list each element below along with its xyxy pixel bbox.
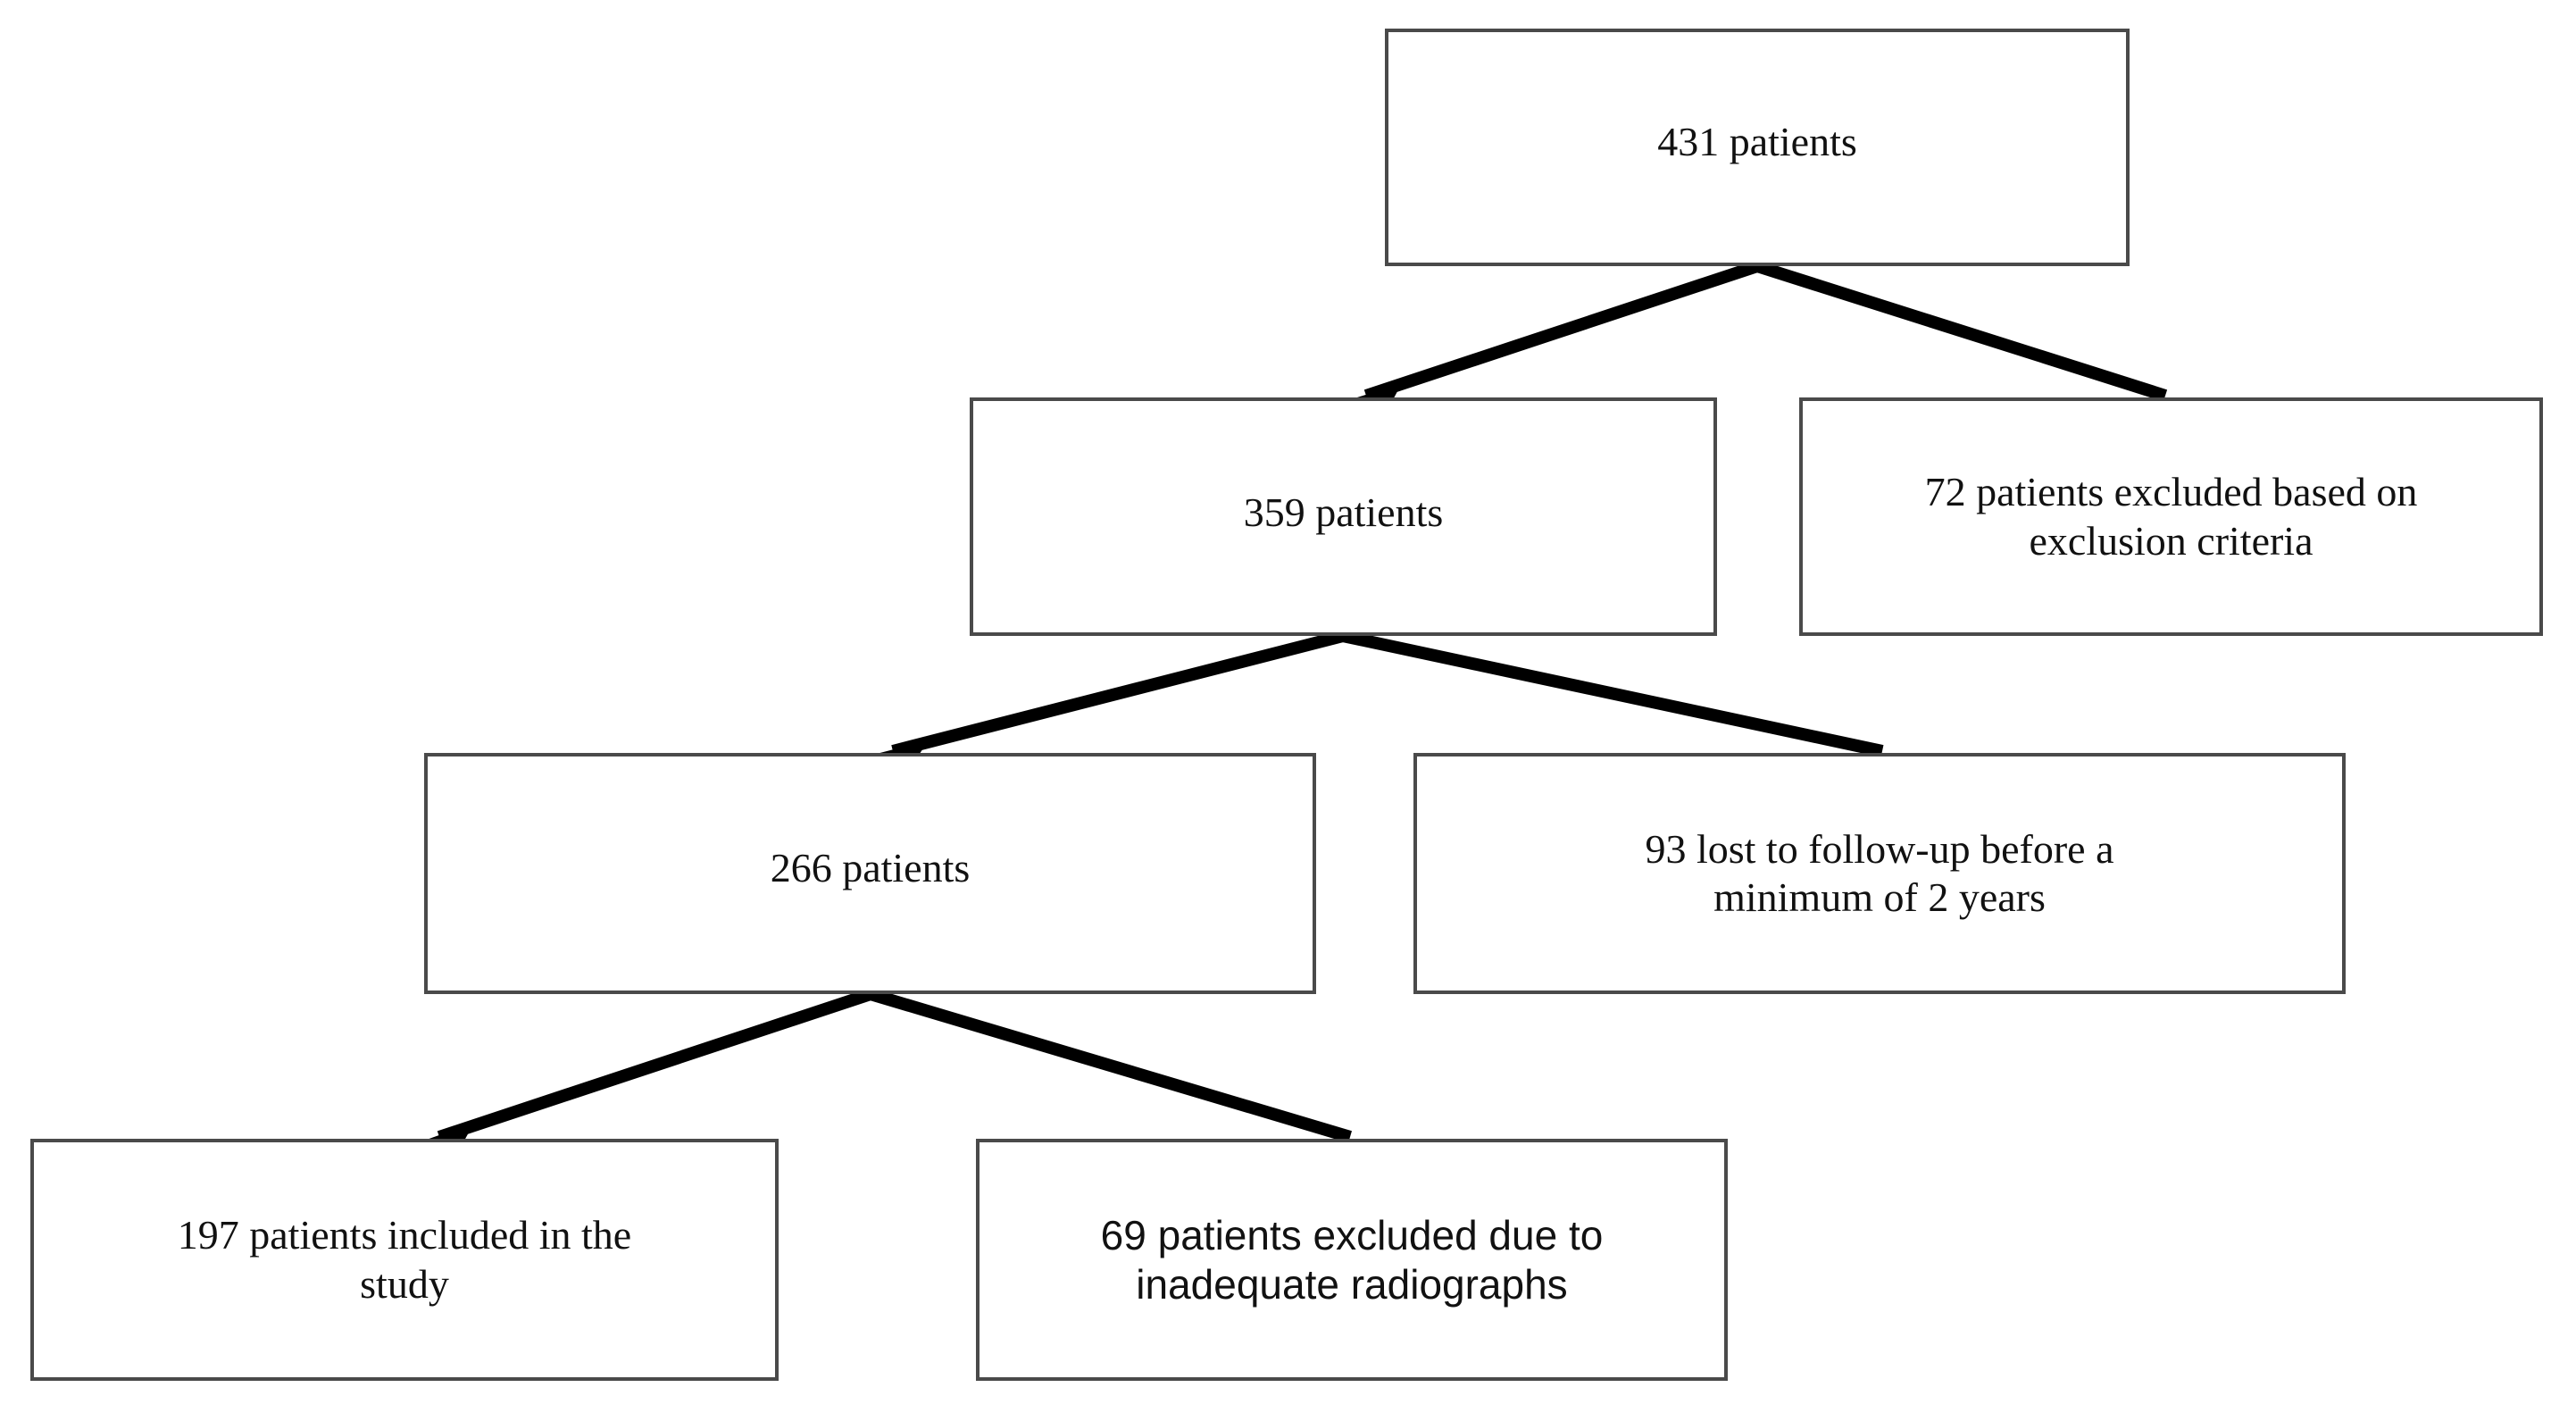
edge-followed-to-included [409,988,873,1158]
node-root-431-patients[interactable]: 431 patients [1385,29,2130,266]
edge-eligible-to-lost-fu [1341,630,1884,757]
node-label: 197 patients included in the study [177,1212,632,1307]
node-label: 72 patients excluded based on exclusion … [1924,469,2418,564]
edge-root-to-excluded-criteria [1755,260,2168,402]
node-excluded-exclusion-criteria[interactable]: 72 patients excluded based on exclusion … [1799,397,2543,636]
node-excluded-inadequate-radiographs[interactable]: 69 patients excluded due to inadequate r… [976,1139,1728,1381]
node-eligible-359-patients[interactable]: 359 patients [970,397,1717,636]
edge-followed-to-excluded-xray [869,988,1352,1143]
node-followed-266-patients[interactable]: 266 patients [424,753,1316,994]
node-label: 69 patients excluded due to inadequate r… [1100,1212,1604,1308]
node-lost-to-follow-up[interactable]: 93 lost to follow-up before a minimum of… [1413,753,2346,994]
node-included-in-study[interactable]: 197 patients included in the study [30,1139,779,1381]
node-label: 93 lost to follow-up before a minimum of… [1645,825,2114,920]
node-label: 359 patients [1243,489,1444,536]
node-label: 431 patients [1657,118,1857,164]
node-label: 266 patients [770,844,971,890]
edge-root-to-eligible [1338,260,1760,418]
